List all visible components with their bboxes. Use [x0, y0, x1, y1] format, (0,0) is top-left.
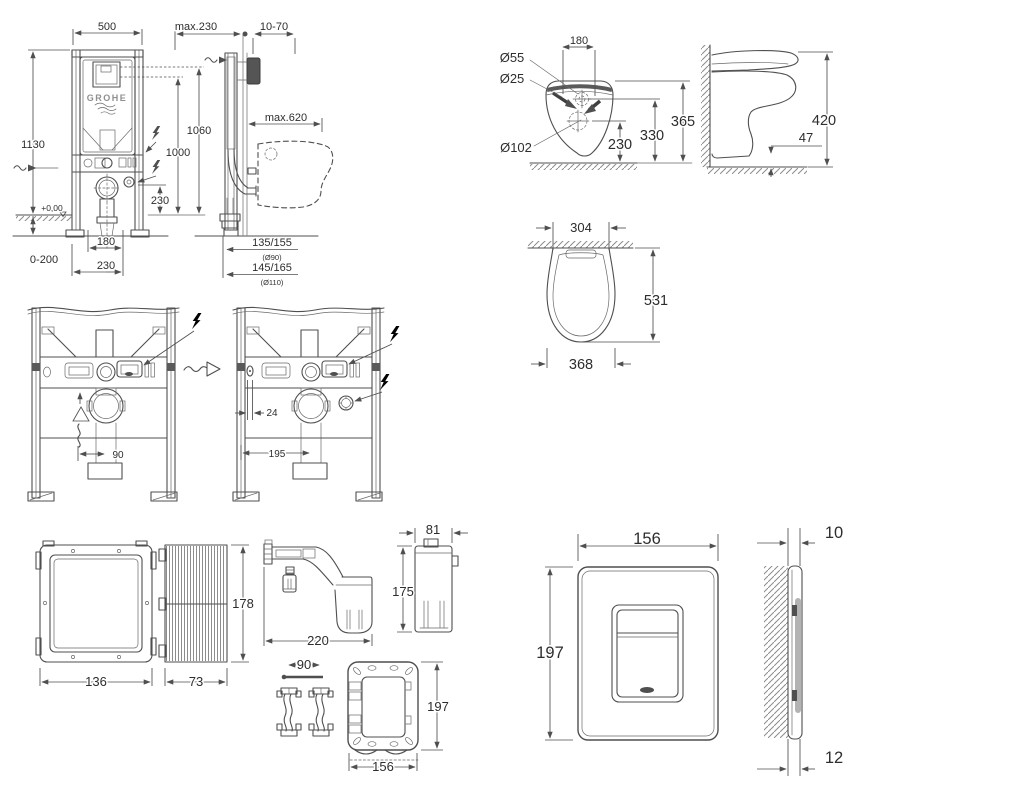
- grohe-wave-icon: [94, 102, 117, 115]
- dim-mount-frame-height: 197: [427, 699, 449, 714]
- dim-cover-depth: 73: [189, 674, 203, 689]
- dim-plate-top-projection: 10: [825, 524, 843, 542]
- dim-outlet110-range: 145/165: [252, 262, 292, 274]
- dim-foot-adjustment: 0-200: [30, 254, 58, 266]
- dim-cartridge-width: 81: [426, 522, 440, 537]
- dim-right-drain-offset: 195: [269, 449, 286, 460]
- dim-top-wall-width: 304: [570, 220, 592, 235]
- frame-detail-right-view: [232, 306, 400, 502]
- wc-side-view: [701, 44, 833, 177]
- label-inlet-dia: Ø25: [500, 71, 525, 86]
- dim-side-reach-max: max.620: [265, 112, 307, 124]
- install-frame-side-view: [174, 28, 334, 278]
- sequence-squiggle-arrow-icon: [183, 361, 221, 377]
- dim-anchor-spacing-front: 180: [97, 236, 115, 248]
- dim-bracket-length: 220: [307, 633, 329, 648]
- access-cover-side-view: [158, 544, 249, 686]
- label-outlet-dia: Ø102: [500, 140, 532, 155]
- power-connection-bolt-icon: [348, 326, 400, 402]
- dim-top-depth: 531: [644, 293, 668, 309]
- fixing-bolt-marks: [552, 91, 602, 114]
- power-connection-bolt-icon: [143, 313, 202, 366]
- dim-plate-bottom-projection: 12: [825, 749, 843, 767]
- dim-outlet-offset-front: 230: [97, 260, 115, 272]
- flush-plate-front-view: [545, 534, 719, 741]
- dim-outlet-height: 230: [608, 137, 632, 153]
- label-seat-fixing-dia: Ø55: [500, 50, 525, 65]
- dim-support-height: 1000: [166, 147, 190, 159]
- access-cover-front-view: [35, 540, 157, 686]
- dim-plate-height: 197: [536, 644, 564, 662]
- cartridge-bracket-view: [263, 539, 373, 646]
- wc-dashed-outline: [247, 140, 334, 209]
- floor-level-label: +0,00: [41, 203, 63, 213]
- dim-flush-bend-height: 1060: [187, 125, 211, 137]
- flush-button-notch: [640, 687, 654, 693]
- dim-plate-range: 10-70: [260, 21, 288, 33]
- frame-detail-left-view: [27, 306, 202, 502]
- vent-triangle-squiggle-icon: [72, 392, 90, 448]
- dim-plate-width: 156: [633, 530, 661, 548]
- grohe-logo: GROHE: [87, 93, 128, 103]
- dim-outlet-height-front: 230: [151, 195, 169, 207]
- dim-rim-height: 365: [671, 114, 695, 130]
- install-frame-front-view: GROHE: [12, 29, 206, 276]
- dim-supply-offset: 24: [266, 408, 278, 419]
- dim-left-drain-offset: 90: [112, 450, 124, 461]
- dim-clip-length: 90: [297, 657, 311, 672]
- clip-item: [276, 687, 302, 737]
- flush-plate-side-view: [757, 528, 815, 776]
- dim-wc-bolt-spacing: 180: [570, 35, 588, 47]
- wc-rear-view: [529, 44, 693, 170]
- dim-cover-height: 178: [232, 596, 254, 611]
- dim-outlet90-range: 135/155: [252, 237, 292, 249]
- cartridge-side-view: [397, 528, 468, 633]
- cleaner-bottle-icon: [282, 566, 297, 593]
- dim-outlet90-dia: (Ø90): [262, 253, 282, 262]
- mounting-frame-view: [347, 661, 443, 771]
- dim-frame-height: 1130: [21, 139, 45, 151]
- water-supply-wavy-arrow-icon: [13, 164, 59, 172]
- dim-frame-depth-max: max.230: [175, 21, 217, 33]
- dim-wc-total-height: 420: [812, 113, 836, 129]
- dim-top-max-width: 368: [569, 357, 593, 373]
- dim-wc-bottom-clearance: 47: [799, 130, 813, 145]
- dim-mount-frame-width: 156: [372, 759, 394, 774]
- dim-cover-width: 136: [85, 674, 107, 689]
- dim-cartridge-height: 175: [392, 584, 414, 599]
- mounting-clips-view: [276, 662, 334, 737]
- dim-outlet110-dia: (Ø110): [261, 278, 284, 287]
- dim-inlet-height: 330: [640, 128, 664, 144]
- clip-item: [308, 687, 334, 737]
- level-mark-icon: [59, 211, 67, 218]
- wc-top-view: [527, 222, 660, 368]
- valve-wavy-arrow-icon: [204, 56, 227, 64]
- dim-frame-width: 500: [98, 21, 116, 33]
- power-connection-bolt-icon: [137, 126, 161, 183]
